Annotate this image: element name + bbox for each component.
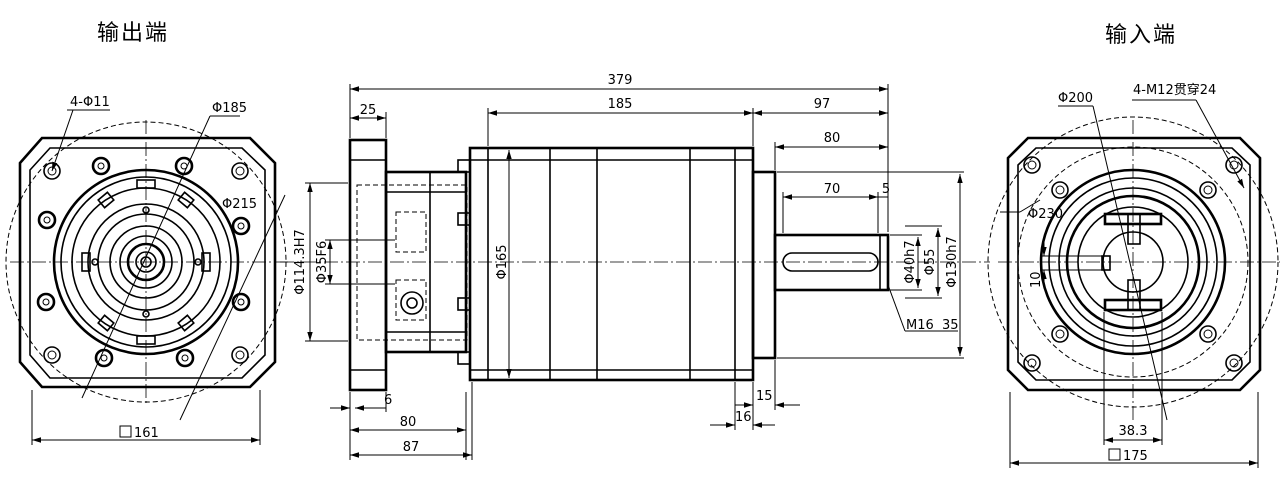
mount-hole [43, 346, 61, 364]
side-view: 379 185 97 25 80 70 5 Φ114.3H7 Φ35F6 Φ16… [280, 73, 990, 460]
dim-d185-left: Φ185 [212, 101, 247, 116]
dim-16: 16 [735, 410, 752, 425]
dim-d230: Φ230 [1028, 207, 1063, 222]
dim-10: 10 [1029, 271, 1044, 288]
dim-square-175: 175 [1123, 449, 1148, 464]
dim-5: 5 [882, 182, 890, 197]
dim-shaft-40: Φ40h7 [903, 240, 918, 283]
output-end-title: 输出端 [97, 21, 169, 46]
dim-d215: Φ215 [222, 197, 257, 212]
hole-callout: 4-Φ11 [70, 95, 110, 110]
dim-80-bottom: 80 [400, 415, 417, 430]
mount-hole [231, 346, 249, 364]
dim-bore-35: Φ35F6 [315, 241, 330, 284]
input-end-view: Φ200 4-M12贯穿24 Φ230 10 38.3 175 [987, 82, 1280, 468]
dim-body-165: Φ165 [495, 244, 510, 279]
dim-185: 185 [608, 97, 633, 112]
dim-80-top: 80 [824, 131, 841, 146]
dim-15: 15 [756, 389, 773, 404]
thread-callout: 4-M12贯穿24 [1133, 82, 1216, 98]
dim-35: 35 [942, 318, 959, 333]
dim-6: 6 [384, 393, 392, 408]
dim-55: Φ55 [923, 249, 938, 276]
dim-379: 379 [608, 73, 633, 88]
dim-bore-114: Φ114.3H7 [293, 229, 308, 295]
dim-25: 25 [360, 103, 377, 118]
dim-97: 97 [814, 97, 831, 112]
dim-87: 87 [403, 440, 420, 455]
dim-70: 70 [824, 182, 841, 197]
dim-thread: M16 [906, 318, 934, 333]
dim-38: 38.3 [1119, 424, 1148, 439]
dim-pilot-130: Φ130h7 [945, 236, 960, 288]
mount-hole [231, 162, 249, 180]
dim-square-161: 161 [134, 426, 159, 441]
output-end-view: 4-Φ11 Φ185 Φ215 161 [5, 95, 290, 445]
dim-d200: Φ200 [1058, 91, 1093, 106]
input-end-title: 输入端 [1105, 23, 1177, 48]
